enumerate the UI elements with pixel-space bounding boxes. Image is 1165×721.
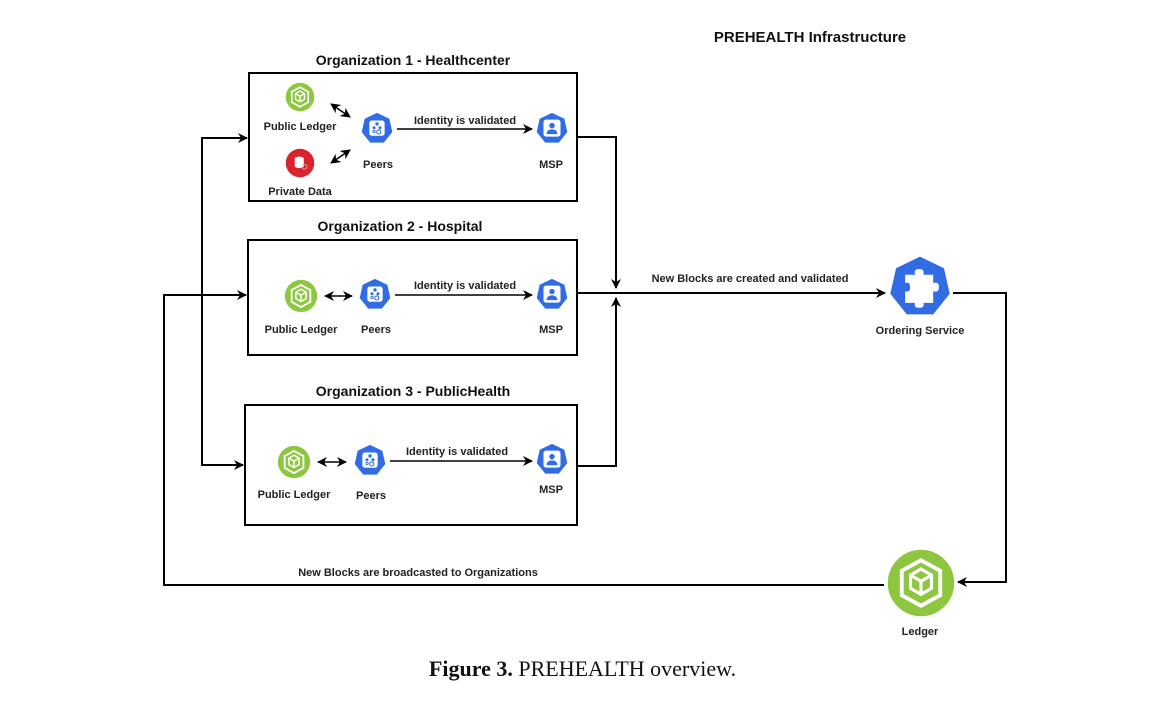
- identity-validated-label: Identity is validated: [414, 115, 516, 127]
- ordering-service-icon: [890, 256, 950, 315]
- ledger-peers-arrow: [330, 103, 351, 118]
- organization-3-title: Organization 3 - PublicHealth: [316, 383, 510, 399]
- organization-1-title: Organization 1 - Healthcenter: [316, 52, 511, 68]
- organization-2-title: Organization 2 - Hospital: [318, 218, 483, 234]
- private-data-icon: [285, 148, 315, 178]
- msp-label: MSP: [539, 159, 563, 171]
- public-ledger-icon: [284, 279, 318, 313]
- ledger-icon: [886, 548, 956, 618]
- identity-validated-label: Identity is validated: [406, 446, 508, 458]
- org3-to-junction-connector: [577, 297, 621, 467]
- public-ledger-icon: [285, 82, 315, 112]
- peers-icon: [361, 112, 393, 144]
- figure-caption: Figure 3. PREHEALTH overview.: [0, 656, 1165, 682]
- public-ledger-icon: [277, 445, 311, 479]
- public-ledger-label: Public Ledger: [258, 489, 331, 501]
- left-bus-connector: [201, 137, 246, 470]
- peers-label: Peers: [363, 159, 393, 171]
- msp-icon: [536, 443, 568, 474]
- figure-caption-label: Figure 3.: [428, 656, 513, 681]
- public-ledger-label: Public Ledger: [264, 121, 337, 133]
- private-data-label: Private Data: [268, 186, 332, 198]
- peers-label: Peers: [361, 324, 391, 336]
- to-ordering-service-label: New Blocks are created and validated: [652, 273, 849, 285]
- infrastructure-title: PREHEALTH Infrastructure: [714, 29, 906, 46]
- broadcast-label: New Blocks are broadcasted to Organizati…: [298, 567, 538, 579]
- figure-caption-text: PREHEALTH overview.: [518, 656, 737, 681]
- public-ledger-label: Public Ledger: [265, 324, 338, 336]
- peers-icon: [359, 278, 391, 310]
- peers-icon: [354, 444, 386, 476]
- org1-to-junction-connector: [577, 136, 621, 289]
- organization-2-box: [247, 239, 578, 356]
- ordering-to-ledger-connector: [953, 292, 1007, 587]
- organization-2-group: Organization 2 - Hospital Public Ledger …: [247, 218, 578, 356]
- peers-label: Peers: [356, 490, 386, 502]
- private-peers-arrow: [330, 149, 351, 164]
- msp-icon: [536, 278, 568, 309]
- msp-icon: [536, 112, 568, 143]
- organization-1-group: Organization 1 - Healthcenter Public Led…: [248, 52, 578, 202]
- organization-3-group: Organization 3 - PublicHealth Public Led…: [244, 383, 578, 526]
- msp-label: MSP: [539, 324, 563, 336]
- msp-label: MSP: [539, 484, 563, 496]
- identity-validated-label: Identity is validated: [414, 280, 516, 292]
- ledger-label: Ledger: [902, 626, 939, 638]
- ordering-service-label: Ordering Service: [876, 325, 965, 337]
- broadcast-connector: [163, 290, 884, 586]
